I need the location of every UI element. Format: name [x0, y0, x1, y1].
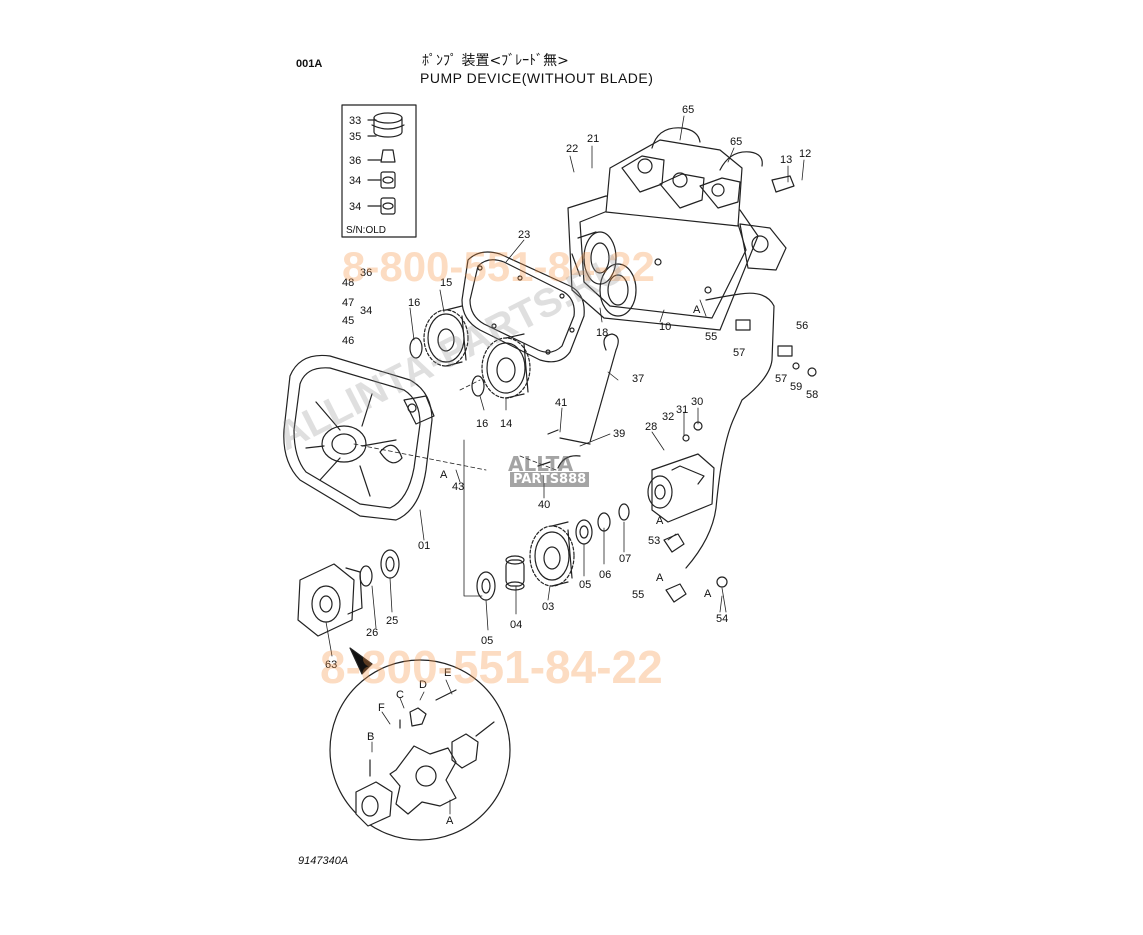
pump-housing-01: [283, 354, 435, 521]
callout-10: 10: [659, 321, 671, 333]
inset-label: S/N:OLD: [346, 225, 386, 236]
callout-05a: 05: [579, 579, 591, 591]
callout-54: 54: [716, 613, 728, 625]
callout-58: 58: [806, 389, 818, 401]
callout-a1: A: [693, 304, 701, 316]
callout-35: 35: [349, 131, 361, 143]
callout-b: B: [367, 731, 374, 743]
callout-21: 21: [587, 133, 599, 145]
callout-55a: 55: [705, 331, 717, 343]
callout-56: 56: [796, 320, 808, 332]
callout-28: 28: [645, 421, 657, 433]
callout-65a: 65: [682, 104, 694, 116]
callout-a2: A: [440, 469, 448, 481]
callout-41: 41: [555, 397, 567, 409]
callout-37: 37: [632, 373, 644, 385]
callout-32: 32: [662, 411, 674, 423]
callout-55b: 55: [632, 589, 644, 601]
gear-14: [481, 333, 531, 399]
callout-33: 33: [349, 115, 361, 127]
gear-15: [423, 305, 469, 367]
title-japanese: ﾎﾟﾝﾌﾟ 装置<ﾌﾞﾚｰﾄﾞ無>: [422, 53, 569, 69]
callout-03: 03: [542, 601, 554, 613]
callout-23: 23: [518, 229, 530, 241]
callout-34b: 34: [349, 201, 361, 213]
callout-22: 22: [566, 143, 578, 155]
callout-labels: 65 65 21 22 13 12 23 33 35 36 34 34 36 4…: [325, 104, 818, 827]
callout-63: 63: [325, 659, 337, 671]
gasket-23: [461, 251, 585, 363]
callout-65b: 65: [730, 136, 742, 148]
logo-bottom-text: PARTS888: [510, 472, 590, 487]
callout-59: 59: [790, 381, 802, 393]
callout-25: 25: [386, 615, 398, 627]
callout-f: F: [378, 702, 385, 714]
dipstick-and-tubes: [537, 292, 775, 569]
callout-e: E: [444, 667, 451, 679]
callout-48: 48: [342, 277, 354, 289]
callout-c: C: [396, 689, 404, 701]
leader-lines: [325, 115, 805, 815]
callout-15: 15: [440, 277, 452, 289]
callout-16b: 16: [476, 418, 488, 430]
parts-logo: ALLTA PARTS888: [508, 452, 590, 487]
callout-39: 39: [613, 428, 625, 440]
callout-14: 14: [500, 418, 512, 430]
callout-a3: A: [656, 515, 664, 527]
callout-a6: A: [446, 815, 454, 827]
callout-34c: 34: [360, 305, 372, 317]
callout-57a: 57: [733, 347, 745, 359]
callout-d: D: [419, 679, 427, 691]
callout-30: 30: [691, 396, 703, 408]
coupling-detail-circle: [329, 647, 511, 841]
coupling-63: [297, 563, 363, 637]
callout-05b: 05: [481, 635, 493, 647]
callout-46: 46: [342, 335, 354, 347]
callout-43: 43: [452, 481, 464, 493]
callout-26: 26: [366, 627, 378, 639]
sn-old-inset: S/N:OLD: [341, 104, 417, 238]
callout-34a: 34: [349, 175, 361, 187]
drawing-number: 9147340A: [298, 855, 349, 867]
gear-pump-28: [647, 453, 715, 523]
callout-04: 04: [510, 619, 522, 631]
callout-16a: 16: [408, 297, 420, 309]
page-code: 001A: [296, 58, 323, 70]
callout-31: 31: [676, 404, 688, 416]
callout-57b: 57: [775, 373, 787, 385]
callout-13: 13: [780, 154, 792, 166]
callout-45: 45: [342, 315, 354, 327]
callout-01: 01: [418, 540, 430, 552]
callout-a4: A: [656, 572, 664, 584]
callout-12: 12: [799, 148, 811, 160]
callout-36a: 36: [349, 155, 361, 167]
shaft-04: [505, 555, 525, 591]
callout-18: 18: [596, 327, 608, 339]
callout-a5: A: [704, 588, 712, 600]
callout-47: 47: [342, 297, 354, 309]
callout-40: 40: [538, 499, 550, 511]
callout-07: 07: [619, 553, 631, 565]
callout-36b: 36: [360, 267, 372, 279]
gear-03: [529, 521, 575, 587]
main-pump-assembly: [567, 127, 787, 331]
callout-06: 06: [599, 569, 611, 581]
callout-53: 53: [648, 535, 660, 547]
title-english: PUMP DEVICE(WITHOUT BLADE): [420, 70, 654, 86]
